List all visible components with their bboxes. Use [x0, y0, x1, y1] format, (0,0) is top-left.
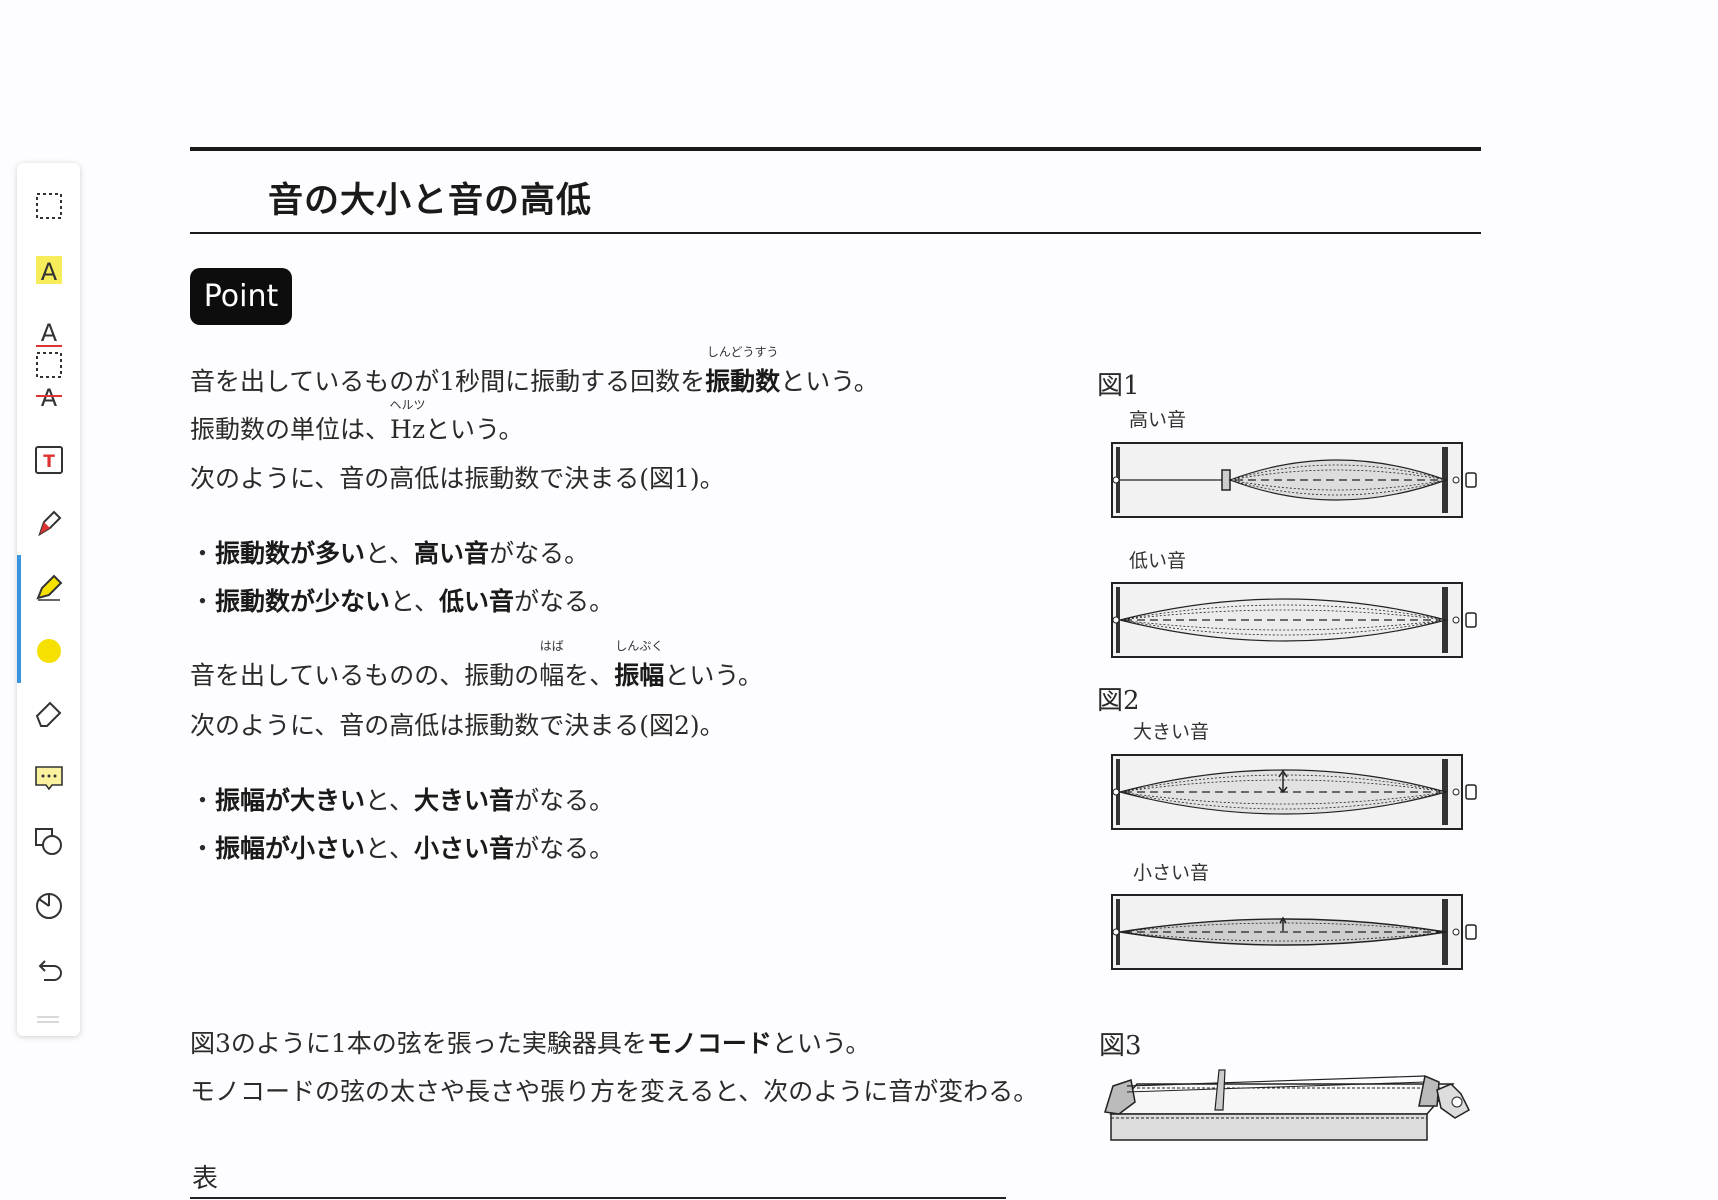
toolbar-drag-handle[interactable]: [37, 1016, 59, 1023]
text-strikethrough-tool[interactable]: A: [17, 366, 80, 426]
paragraph-7: モノコードの弦の太さや長さや張り方を変えると、次のように音が変わる。: [190, 1077, 1039, 1106]
fig1-low-caption: 低い音: [1129, 550, 1187, 572]
paragraph-6: 図3のように1本の弦を張った実験器具をモノコードという。: [190, 1029, 871, 1058]
bullet-small-amplitude: ・振幅が小さいと、小さい音がなる。: [190, 834, 615, 863]
undo-icon: [38, 960, 62, 981]
paragraph-5: 次のように、音の高低は振動数で決まる(図2)。: [190, 711, 725, 740]
table-label: 表: [192, 1164, 219, 1194]
fig2-large-caption: 大きい音: [1133, 721, 1210, 743]
comment-tool[interactable]: [17, 748, 80, 808]
page-title: 音の大小と音の高低: [268, 181, 593, 221]
eraser-icon: [35, 701, 61, 727]
text-underline-icon: A: [35, 319, 62, 347]
text-underline-tool[interactable]: A: [17, 303, 80, 363]
undo-tool[interactable]: [17, 940, 80, 1000]
lasso-icon: [35, 893, 62, 919]
pen-icon: [37, 510, 61, 537]
fig1-high-pitch-diagram: [1111, 442, 1477, 518]
fig1-high-caption: 高い音: [1129, 409, 1187, 431]
bullet-low-frequency: ・振動数が少ないと、低い音がなる。: [190, 587, 615, 616]
svg-text:T: T: [43, 452, 55, 472]
fig1-label: 図1: [1097, 371, 1140, 401]
bullet-high-frequency: ・振動数が多いと、高い音がなる。: [190, 539, 590, 568]
term-shindousuu: 振動数しんどうすう: [705, 345, 781, 396]
p1-text-c: という。: [780, 367, 879, 396]
highlighter-tool[interactable]: [17, 557, 80, 617]
text-box-tool[interactable]: T: [17, 430, 80, 490]
fig1-low-pitch-diagram: [1111, 582, 1477, 658]
p2-text-c: という。: [425, 415, 524, 444]
term-shinpuku: 振幅しんぷく: [614, 639, 665, 690]
svg-text:A: A: [40, 258, 57, 286]
text-box-icon: T: [34, 446, 63, 474]
fig2-large-amplitude-diagram: [1111, 754, 1477, 830]
term-haba: 幅はば: [539, 639, 565, 690]
text-highlight-tool[interactable]: A: [17, 240, 80, 300]
fig2-small-amplitude-diagram: [1111, 894, 1477, 970]
comment-icon: [34, 766, 63, 791]
active-tool-indicator: [17, 555, 21, 683]
p1-text-a: 音を出しているものが1秒間に振動する回数を: [190, 367, 706, 396]
select-rect-icon: [35, 352, 62, 378]
select-rect-tool[interactable]: [17, 176, 80, 236]
color-swatch[interactable]: [17, 621, 80, 681]
text-strikethrough-icon: A: [35, 384, 62, 412]
highlighter-icon: [35, 574, 62, 601]
paragraph-1: 音を出しているものが1秒間に振動する回数を振動数しんどうすうという。: [190, 345, 879, 398]
svg-text:A: A: [40, 384, 57, 412]
p2-text-a: 振動数の単位は、: [190, 415, 391, 444]
title-bottom-rule: [190, 232, 1481, 234]
paragraph-3: 次のように、音の高低は振動数で決まる(図1)。: [190, 464, 725, 493]
point-badge: Point: [190, 268, 292, 325]
svg-text:A: A: [40, 319, 57, 347]
color-swatch-icon: [36, 639, 61, 663]
bullet-large-amplitude: ・振幅が大きいと、大きい音がなる。: [190, 786, 615, 815]
title-top-rule: [190, 147, 1481, 151]
table-rule: [190, 1197, 1006, 1199]
pen-tool[interactable]: [17, 493, 80, 553]
fig3-monochord-diagram: [1104, 1069, 1470, 1141]
eraser-tool[interactable]: [17, 685, 80, 745]
text-highlight-icon: A: [35, 256, 62, 286]
fig2-small-caption: 小さい音: [1133, 862, 1210, 884]
select-rect-icon: [35, 193, 62, 219]
lasso-tool[interactable]: [17, 876, 80, 936]
fig3-label: 図3: [1099, 1031, 1142, 1061]
shapes-icon: [34, 828, 62, 855]
paragraph-4: 音を出しているものの、振動の幅はばを、振幅しんぷくという。: [190, 639, 763, 690]
select-rect-tool[interactable]: [17, 335, 80, 395]
shapes-tool[interactable]: [17, 812, 80, 872]
fig2-label: 図2: [1097, 686, 1140, 716]
